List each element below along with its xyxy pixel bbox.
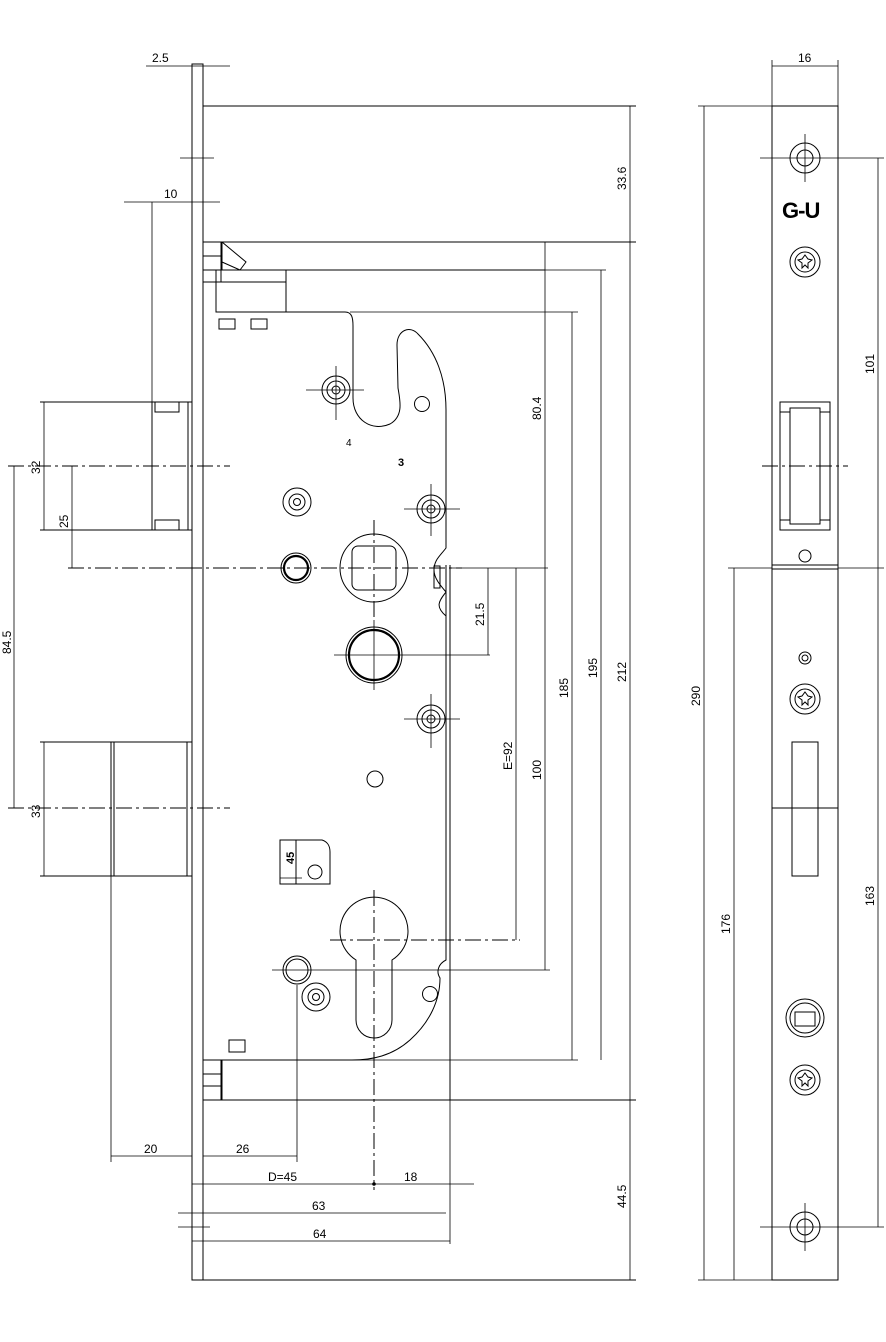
screw-hole-left <box>282 487 312 517</box>
dim-21-5: 21.5 <box>473 568 489 655</box>
dim-176: 176 <box>719 567 772 1280</box>
faceplate-small-hole-2 <box>798 651 812 665</box>
faceplate-bolt-opening <box>772 741 838 877</box>
part-mark-45: 45 <box>285 852 297 864</box>
second-hub <box>334 620 490 690</box>
brand-logo: G-U <box>782 198 819 223</box>
dim-185: 185 <box>350 311 578 1061</box>
lower-holes <box>272 955 550 1012</box>
dim-84-5: 84.5 <box>0 466 15 808</box>
dim-D45-label: D=45 <box>268 1170 297 1184</box>
dim-32: 32 <box>29 402 45 530</box>
dim-18-label: 18 <box>404 1170 418 1184</box>
dim-80-4-label: 80.4 <box>530 396 544 420</box>
faceplate-torx-upper <box>789 246 821 278</box>
dim-E92-label: E=92 <box>501 741 515 770</box>
dim-63-label: 63 <box>312 1199 326 1213</box>
dim-212: 212 <box>615 242 631 1100</box>
screw-hole-right-lower <box>404 694 460 748</box>
hook-latch-contour <box>344 311 447 618</box>
dim-26: 26 <box>203 985 298 1162</box>
small-hole-middle <box>366 770 384 788</box>
dim-21-5-label: 21.5 <box>473 602 487 626</box>
dim-44-5-label: 44.5 <box>615 1184 629 1208</box>
dim-26-label: 26 <box>236 1142 250 1156</box>
dim-2-5-label: 2.5 <box>152 51 169 65</box>
dim-20: 20 <box>110 876 192 1162</box>
faceplate-side-view <box>191 63 204 1281</box>
dim-64: 64 <box>178 1226 450 1242</box>
dim-E92: E=92 <box>501 568 517 940</box>
part-mark-4: 4 <box>346 438 352 449</box>
dim-64-label: 64 <box>313 1227 327 1241</box>
dim-80-4: 80.4 <box>450 242 548 569</box>
small-hole-upper <box>414 396 430 412</box>
dim-100: 100 <box>530 568 546 970</box>
dim-10: 10 <box>124 187 220 402</box>
dim-101-label: 101 <box>863 354 877 374</box>
dim-84-5-label: 84.5 <box>0 630 14 654</box>
screw-hole-upper <box>306 366 364 420</box>
dim-10-label: 10 <box>164 187 178 201</box>
dim-44-5: 44.5 <box>615 1100 631 1280</box>
dim-290-label: 290 <box>689 686 703 706</box>
faceplate-torx-lower <box>789 1064 821 1096</box>
dim-25-label: 25 <box>57 514 71 528</box>
dim-163-label: 163 <box>863 886 877 906</box>
dim-25: 25 <box>57 466 73 568</box>
screw-hole-right-upper <box>404 484 460 536</box>
dim-2-5: 2.5 <box>146 51 230 67</box>
switch-block-45 <box>279 839 331 885</box>
top-rail-mechanism <box>202 241 545 330</box>
dim-163: 163 <box>863 568 879 1227</box>
faceplate-screw-bottom <box>760 1203 884 1251</box>
dim-185-label: 185 <box>557 678 571 698</box>
dim-33-left: 33 <box>29 742 45 876</box>
faceplate-screw-top <box>760 134 884 182</box>
dim-195-label: 195 <box>586 658 600 678</box>
lower-contour <box>202 616 447 1101</box>
faceplate-small-hole-1 <box>798 549 812 563</box>
dim-16: 16 <box>771 51 839 106</box>
dim-100-label: 100 <box>530 760 544 780</box>
dead-bolt <box>40 741 193 877</box>
faceplate-cylinder-hole <box>785 998 825 1038</box>
lock-case-outline <box>192 105 636 1281</box>
dim-212-label: 212 <box>615 662 629 682</box>
faceplate-front-view <box>771 105 839 1281</box>
dim-195: 195 <box>545 269 606 1060</box>
dim-33-label: 33 <box>29 804 43 818</box>
dim-16-label: 16 <box>798 51 812 65</box>
dim-18: 18 <box>374 1170 474 1185</box>
dim-63: 63 <box>178 1199 446 1214</box>
dim-33-6-label: 33.6 <box>615 166 629 190</box>
part-mark-3: 3 <box>398 457 404 469</box>
dim-20-label: 20 <box>144 1142 158 1156</box>
dim-101: 101 <box>863 158 879 568</box>
dim-32-label: 32 <box>29 460 43 474</box>
faceplate-latch-opening <box>762 401 848 531</box>
hub-small-tab <box>433 565 441 589</box>
dim-290: 290 <box>689 105 772 1281</box>
faceplate-torx-middle <box>789 683 821 715</box>
cylinder-cutout <box>339 896 409 1039</box>
dim-D45: D=45 <box>192 1170 376 1186</box>
dim-176-label: 176 <box>719 914 733 934</box>
dim-33-6: 33.6 <box>615 106 631 242</box>
